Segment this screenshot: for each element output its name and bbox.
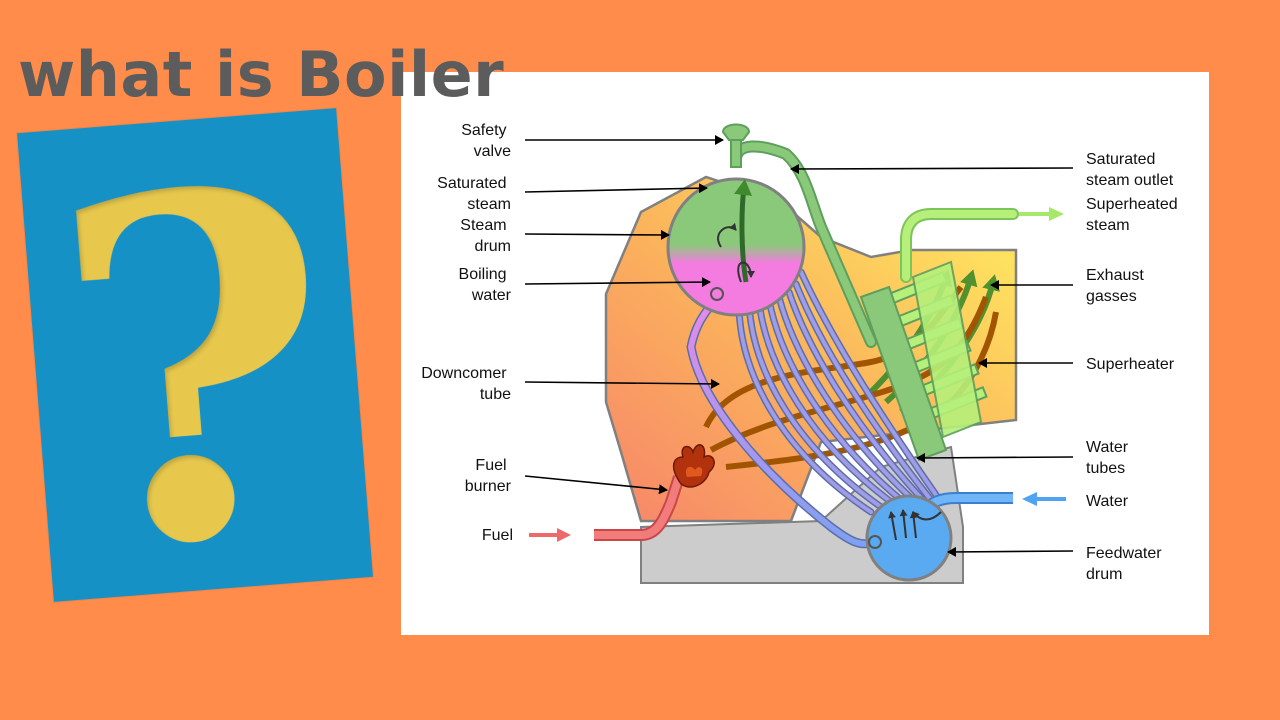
boiler-diagram: Safety valve Saturated steam Steam drum … <box>401 72 1209 635</box>
safety-valve <box>721 123 751 168</box>
superheated-steam-arrow <box>1019 207 1064 221</box>
label-saturated-steam: Saturated steam <box>437 175 511 213</box>
water-arrow <box>1022 492 1066 506</box>
water-tubes <box>735 268 945 516</box>
question-glyph: ? <box>37 108 355 602</box>
label-water: Water <box>1086 493 1129 510</box>
label-downcomer-tube: Downcomer tube <box>421 365 511 403</box>
label-saturated-steam-outlet: Saturated steam outlet <box>1086 151 1174 189</box>
label-fuel-burner: Fuel burner <box>465 457 512 495</box>
label-exhaust-gasses: Exhaust gasses <box>1086 267 1148 305</box>
label-water-tubes: Water tubes <box>1086 439 1133 477</box>
fuel-burner <box>672 444 715 488</box>
label-superheater: Superheater <box>1086 356 1175 373</box>
fuel-arrow <box>529 528 571 542</box>
superheater <box>859 260 988 462</box>
label-boiling-water: Boiling water <box>459 266 512 304</box>
feedwater-drum <box>865 494 953 582</box>
label-superheated-steam: Superheated steam <box>1086 196 1182 234</box>
label-safety-valve: Safety valve <box>461 122 511 160</box>
label-feedwater-drum: Feedwater drum <box>1086 545 1166 583</box>
leader-lines <box>524 135 1074 557</box>
question-card: ? <box>17 108 373 602</box>
page-title: what is Boiler <box>18 38 505 111</box>
question-mark-icon: ? <box>37 108 355 602</box>
steam-drum <box>666 177 806 317</box>
label-fuel: Fuel <box>482 527 513 544</box>
label-steam-drum: Steam drum <box>460 217 511 255</box>
